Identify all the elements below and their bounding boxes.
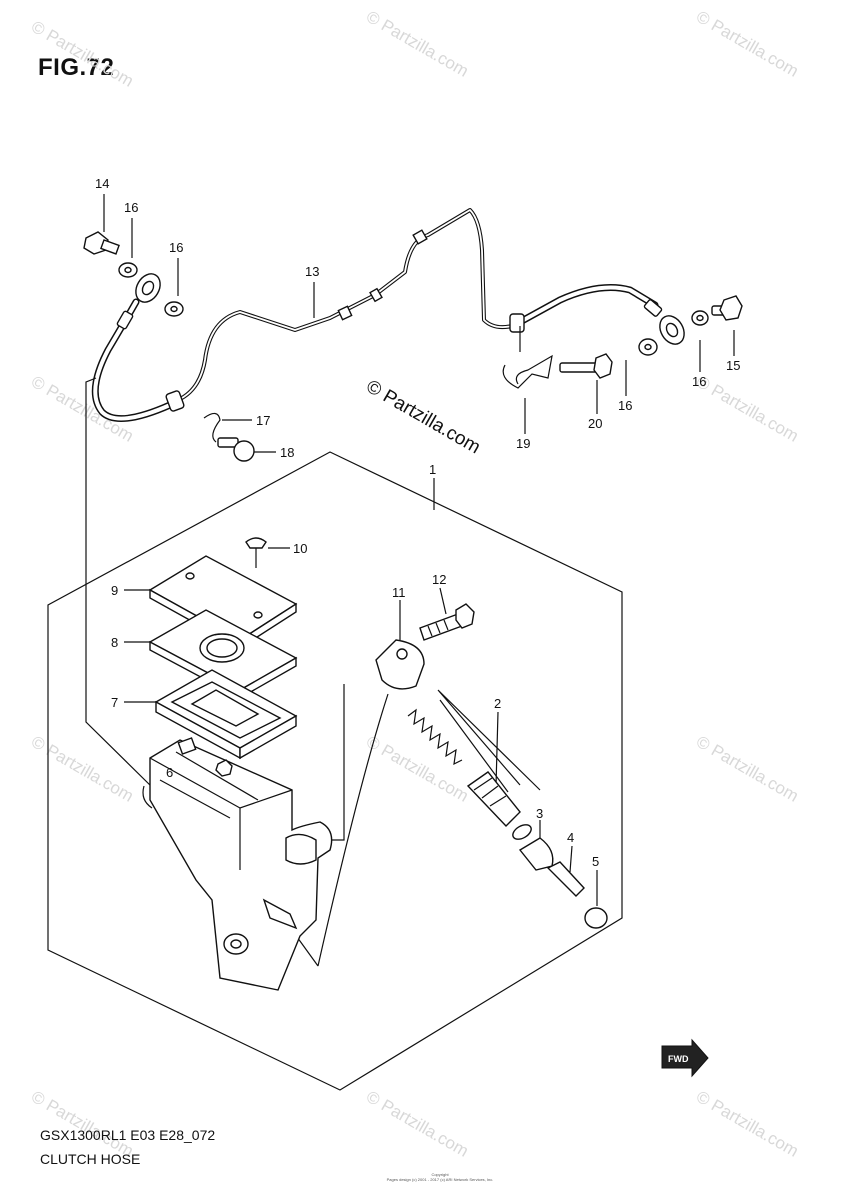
callout-5: 5 xyxy=(592,854,599,869)
washer-16 xyxy=(696,314,704,322)
bolt-18 xyxy=(217,437,255,462)
callout-8: 8 xyxy=(111,635,118,650)
cap-5 xyxy=(584,907,608,929)
assembly-outline xyxy=(47,451,623,1091)
callout-6: 6 xyxy=(166,765,173,780)
callout-16d: 16 xyxy=(618,398,632,413)
callout-3: 3 xyxy=(536,806,543,821)
clip-17 xyxy=(203,412,221,443)
bracket-11 xyxy=(375,639,425,690)
washer-16 xyxy=(170,305,178,313)
washer-16 xyxy=(124,266,132,274)
callouts: 1 2 3 4 5 6 7 8 9 10 11 12 13 14 15 16 1… xyxy=(95,176,740,869)
master-cylinder xyxy=(142,737,333,991)
callout-17: 17 xyxy=(256,413,270,428)
callout-14: 14 xyxy=(95,176,109,191)
copyright-line: Copyright xyxy=(431,1172,449,1177)
dust-boot xyxy=(518,837,554,871)
callout-12: 12 xyxy=(432,572,446,587)
copyright-notice: Copyright Pages design (c) 2001 - 2017 (… xyxy=(340,1172,540,1182)
watermark: © Partzilla.com xyxy=(28,732,137,806)
watermark: © Partzilla.com xyxy=(693,732,802,806)
clip-19 xyxy=(502,354,553,389)
bolt-15 xyxy=(711,295,743,321)
center-watermark: © Partzilla.com xyxy=(363,376,484,458)
watermark: © Partzilla.com xyxy=(693,372,802,446)
watermark: © Partzilla.com xyxy=(693,7,802,81)
figure-title: FIG.72 xyxy=(38,54,115,81)
copyright-line: Pages design (c) 2001 - 2017 (c) ARI Net… xyxy=(386,1177,494,1182)
watermark: © Partzilla.com xyxy=(363,1087,472,1161)
watermark: © Partzilla.com xyxy=(28,17,137,91)
callout-16b: 16 xyxy=(169,240,183,255)
callout-15: 15 xyxy=(726,358,740,373)
bolt-20 xyxy=(559,353,613,379)
circlip-3 xyxy=(512,824,532,840)
watermark: © Partzilla.com xyxy=(363,732,472,806)
callout-18: 18 xyxy=(280,445,294,460)
pushrod-4 xyxy=(546,861,585,897)
watermark: © Partzilla.com xyxy=(28,372,137,446)
callout-7: 7 xyxy=(111,695,118,710)
callout-20: 20 xyxy=(588,416,602,431)
callout-4: 4 xyxy=(567,830,574,845)
callout-16c: 16 xyxy=(692,374,706,389)
callout-10: 10 xyxy=(293,541,307,556)
screw-10 xyxy=(245,537,267,568)
diaphragm-7 xyxy=(154,669,298,760)
callout-16a: 16 xyxy=(124,200,138,215)
bolt-14 xyxy=(83,231,120,255)
fwd-label: FWD xyxy=(668,1054,689,1064)
callout-1: 1 xyxy=(429,462,436,477)
watermark: © Partzilla.com xyxy=(28,1087,137,1161)
fwd-arrow-icon: FWD xyxy=(661,1038,709,1078)
diagram-caption: CLUTCH HOSE xyxy=(40,1151,141,1167)
watermark: © Partzilla.com xyxy=(363,7,472,81)
callout-13: 13 xyxy=(305,264,319,279)
bolt-12 xyxy=(419,603,475,641)
watermark: © Partzilla.com xyxy=(693,1087,802,1161)
callout-19: 19 xyxy=(516,436,530,451)
callout-11: 11 xyxy=(392,585,406,600)
watermarks: © Partzilla.com © Partzilla.com © Partzi… xyxy=(28,7,802,1161)
model-code: GSX1300RL1 E03 E28_072 xyxy=(40,1127,216,1143)
callout-2: 2 xyxy=(494,696,501,711)
spring-piston-2 xyxy=(407,708,521,828)
clutch-hose xyxy=(91,208,685,423)
callout-9: 9 xyxy=(111,583,118,598)
washer-16 xyxy=(644,343,652,351)
